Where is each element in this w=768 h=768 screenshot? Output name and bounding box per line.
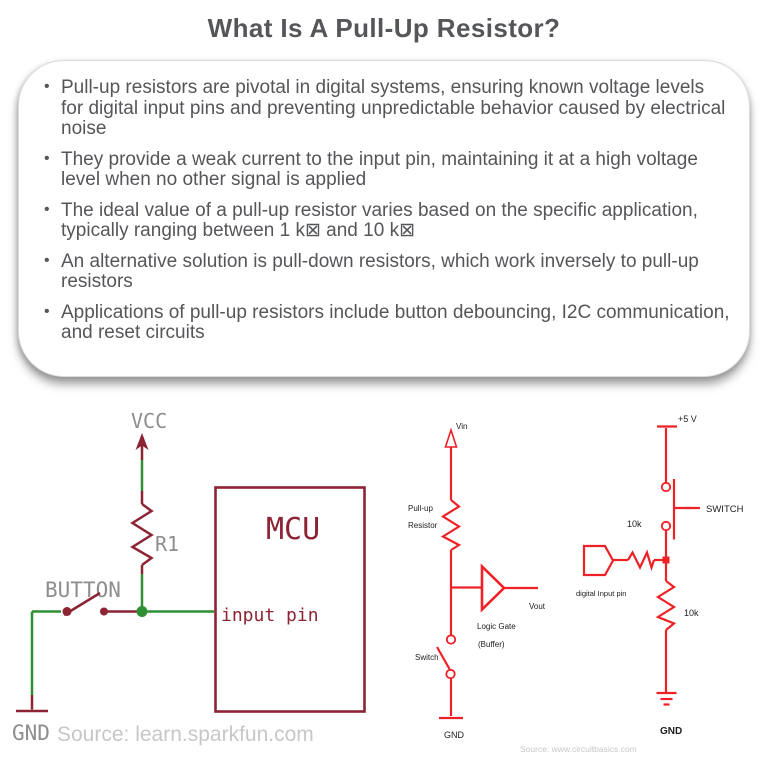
mcu-label: MCU: [266, 512, 320, 547]
vin-arrow-icon: [444, 427, 458, 448]
vin-label: Vin: [456, 422, 467, 431]
junction-dot: [136, 606, 148, 617]
switch-blade: [436, 646, 451, 670]
logic-gate-label: Logic Gate: [477, 622, 516, 631]
circuitbasics-circuit: +5 V SWITCH 10k digital Input pin 10k GN…: [520, 414, 744, 754]
switch-contact: [660, 520, 672, 532]
input-pin-connector: [582, 544, 615, 577]
switch-contact: [660, 481, 672, 493]
switch-label: SWITCH: [706, 504, 744, 515]
mcu-box: [214, 486, 366, 713]
bullet-list: Pull-up resistors are pivotal in digital…: [35, 77, 731, 344]
logic-gate-label: (Buffer): [478, 640, 505, 649]
gnd-label: GND: [12, 721, 50, 745]
bullet-item: They provide a weak current to the input…: [35, 149, 731, 191]
bullet-item: The ideal value of a pull-up resistor va…: [35, 200, 731, 242]
vout-label: Vout: [529, 602, 546, 611]
bullet-item: An alternative solution is pull-down res…: [35, 251, 731, 293]
pullup-resistor-zigzag: [440, 499, 462, 551]
series-resistor-zigzag: [627, 549, 656, 572]
input-pin-label: input pin: [221, 605, 319, 626]
pulldown-resistor-zigzag: [655, 580, 677, 631]
bullet-item: Applications of pull-up resistors includ…: [35, 302, 731, 344]
source-circuitbasics: Source: www.circuitbasics.com: [520, 744, 637, 754]
switch-blade: [63, 591, 101, 617]
sparkfun-circuit: VCC R1 BUTTON GND MCU input pin Source: …: [12, 409, 366, 746]
source-sparkfun: Source: learn.sparkfun.com: [57, 723, 314, 746]
r1-label: R1: [155, 532, 179, 556]
bullet-item: Pull-up resistors are pivotal in digital…: [35, 77, 731, 140]
switch-label: Switch: [415, 653, 439, 662]
junction-dot: [662, 556, 670, 564]
pullup-resistor-label: Resistor: [408, 521, 438, 530]
buffer-gate-triangle: [480, 563, 506, 613]
resistor-top-label: 10k: [627, 519, 642, 529]
resistor-bottom-label: 10k: [684, 608, 699, 618]
switch-contact: [445, 668, 456, 680]
plus5v-label: +5 V: [678, 414, 697, 424]
vcc-arrow-icon: [135, 433, 149, 450]
summary-card: Pull-up resistors are pivotal in digital…: [18, 60, 750, 377]
resistor-r1-zigzag: [130, 502, 154, 567]
gnd-label: GND: [660, 726, 682, 737]
page-title: What Is A Pull-Up Resistor?: [207, 13, 561, 43]
gnd-label: GND: [444, 730, 465, 740]
button-label: BUTTON: [45, 578, 121, 602]
buffer-circuit: Vin Pull-up Resistor Vout Logic Gate (Bu…: [408, 422, 546, 740]
circuit-diagrams: VCC R1 BUTTON GND MCU input pin Source: …: [12, 409, 744, 754]
pullup-resistor-label: Pull-up: [408, 504, 433, 513]
vcc-label: VCC: [131, 409, 167, 433]
switch-contact: [445, 634, 457, 645]
digital-input-pin-label: digital Input pin: [576, 589, 626, 598]
